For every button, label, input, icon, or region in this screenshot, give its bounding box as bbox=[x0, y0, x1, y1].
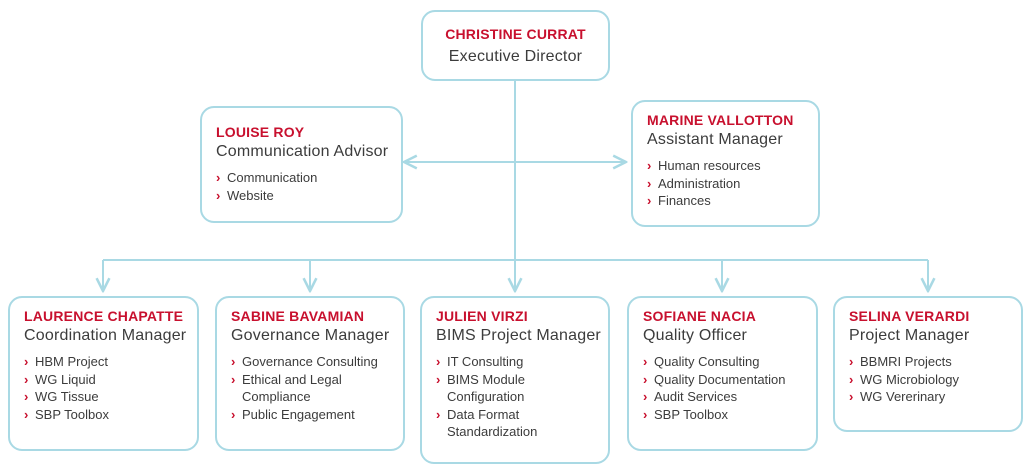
responsibility-item: › WG Microbiology bbox=[849, 371, 1009, 389]
responsibility-label: Finances bbox=[658, 193, 711, 208]
responsibility-label: HBM Project bbox=[35, 354, 108, 369]
chevron-right-icon: › bbox=[231, 354, 236, 369]
assistant-name: MARINE VALLOTTON bbox=[647, 112, 794, 128]
chevron-right-icon: › bbox=[231, 371, 236, 387]
manager-responsibilities: › HBM Project › WG Liquid › WG Tissue › SBP Too… bbox=[24, 353, 185, 423]
responsibility-label: Human resources bbox=[658, 158, 761, 173]
responsibility-item: › WG Vererinary bbox=[849, 388, 1009, 406]
chevron-right-icon: › bbox=[436, 406, 441, 422]
manager-role: Project Manager bbox=[849, 327, 970, 344]
responsibility-item: › WG Tissue bbox=[24, 388, 185, 406]
chevron-right-icon: › bbox=[647, 175, 652, 191]
chevron-right-icon: › bbox=[647, 193, 652, 208]
responsibility-item: › IT Consulting bbox=[436, 353, 596, 371]
responsibility-item: › Communication bbox=[216, 169, 389, 187]
responsibility-item: › Administration bbox=[647, 175, 806, 193]
advisor-box: LOUISE ROY Communication Advisor › Commun… bbox=[200, 106, 403, 223]
responsibility-label: Communication bbox=[227, 170, 318, 185]
chevron-right-icon: › bbox=[849, 371, 854, 387]
responsibility-label: WG Microbiology bbox=[860, 371, 959, 387]
responsibility-label: Website bbox=[227, 187, 274, 203]
responsibility-label: SBP Toolbox bbox=[35, 406, 109, 422]
responsibility-item: › Ethical and Legal Compliance bbox=[231, 371, 391, 406]
responsibility-item: › Data Format Standardization bbox=[436, 406, 596, 441]
chevron-right-icon: › bbox=[24, 406, 29, 422]
assistant-box: MARINE VALLOTTON Assistant Manager › Huma… bbox=[631, 100, 820, 227]
chevron-right-icon: › bbox=[647, 158, 652, 173]
responsibility-item: › Finances bbox=[647, 192, 806, 210]
responsibility-label: SBP Toolbox bbox=[654, 406, 728, 422]
assistant-responsibilities: › Human resources › Administration › Finances bbox=[647, 157, 806, 210]
manager-box-1: LAURENCE CHAPATTE Coordination Manager ›… bbox=[8, 296, 199, 451]
chevron-right-icon: › bbox=[643, 354, 648, 369]
responsibility-label: IT Consulting bbox=[447, 354, 524, 369]
chevron-right-icon: › bbox=[216, 187, 221, 203]
responsibility-item: › Quality Documentation bbox=[643, 371, 804, 389]
chevron-right-icon: › bbox=[643, 371, 648, 387]
chevron-right-icon: › bbox=[231, 406, 236, 422]
manager-name: SABINE BAVAMIAN bbox=[231, 308, 365, 324]
manager-box-4: SOFIANE NACIA Quality Officer › Quality C… bbox=[627, 296, 818, 451]
chevron-right-icon: › bbox=[849, 354, 854, 369]
manager-box-2: SABINE BAVAMIAN Governance Manager › Gove… bbox=[215, 296, 405, 451]
manager-box-3: JULIEN VIRZI BIMS Project Manager › IT Co… bbox=[420, 296, 610, 464]
chevron-right-icon: › bbox=[24, 371, 29, 387]
chevron-right-icon: › bbox=[849, 389, 854, 404]
chevron-right-icon: › bbox=[216, 170, 221, 185]
chevron-right-icon: › bbox=[643, 389, 648, 404]
advisor-responsibilities: › Communication › Website bbox=[216, 169, 389, 204]
chevron-right-icon: › bbox=[24, 389, 29, 404]
responsibility-label: Public Engagement bbox=[242, 406, 355, 422]
responsibility-label: Data Format Standardization bbox=[447, 406, 538, 440]
responsibility-label: BBMRI Projects bbox=[860, 354, 952, 369]
responsibility-item: › HBM Project bbox=[24, 353, 185, 371]
chevron-right-icon: › bbox=[24, 354, 29, 369]
manager-name: SELINA VERARDI bbox=[849, 308, 970, 324]
manager-role: Quality Officer bbox=[643, 327, 748, 344]
responsibility-item: › Governance Consulting bbox=[231, 353, 391, 371]
assistant-role: Assistant Manager bbox=[647, 131, 783, 148]
director-box: CHRISTINE CURRAT Executive Director bbox=[421, 10, 610, 81]
responsibility-item: › BBMRI Projects bbox=[849, 353, 1009, 371]
responsibility-label: Ethical and Legal Compliance bbox=[242, 371, 342, 405]
responsibility-item: › Website bbox=[216, 187, 389, 205]
responsibility-item: › SBP Toolbox bbox=[643, 406, 804, 424]
chevron-right-icon: › bbox=[436, 354, 441, 369]
responsibility-item: › BIMS Module Configuration bbox=[436, 371, 596, 406]
director-name: CHRISTINE CURRAT bbox=[445, 26, 586, 42]
responsibility-label: WG Vererinary bbox=[860, 389, 946, 404]
responsibility-label: Audit Services bbox=[654, 389, 738, 404]
manager-responsibilities: › Quality Consulting › Quality Documentatio… bbox=[643, 353, 804, 423]
director-role: Executive Director bbox=[448, 48, 583, 65]
responsibility-label: Governance Consulting bbox=[242, 354, 378, 369]
chevron-right-icon: › bbox=[436, 371, 441, 387]
manager-responsibilities: › IT Consulting › BIMS Module Configuration… bbox=[436, 353, 596, 441]
advisor-role: Communication Advisor bbox=[216, 143, 389, 160]
responsibility-item: › WG Liquid bbox=[24, 371, 185, 389]
responsibility-item: › Public Engagement bbox=[231, 406, 391, 424]
manager-responsibilities: › BBMRI Projects › WG Microbiology › WG Verer… bbox=[849, 353, 1009, 406]
chevron-right-icon: › bbox=[643, 406, 648, 422]
responsibility-label: Quality Consulting bbox=[654, 354, 760, 369]
responsibility-item: › Quality Consulting bbox=[643, 353, 804, 371]
responsibility-label: Quality Documentation bbox=[654, 371, 786, 387]
manager-role: Governance Manager bbox=[231, 327, 390, 344]
responsibility-label: Administration bbox=[658, 175, 741, 191]
responsibility-item: › Human resources bbox=[647, 157, 806, 175]
responsibility-label: BIMS Module Configuration bbox=[447, 371, 526, 405]
responsibility-label: WG Liquid bbox=[35, 371, 96, 387]
advisor-name: LOUISE ROY bbox=[216, 124, 305, 140]
manager-name: LAURENCE CHAPATTE bbox=[24, 308, 184, 324]
manager-role: Coordination Manager bbox=[24, 327, 187, 344]
manager-name: JULIEN VIRZI bbox=[436, 308, 528, 324]
responsibility-item: › Audit Services bbox=[643, 388, 804, 406]
manager-responsibilities: › Governance Consulting › Ethical and Legal… bbox=[231, 353, 391, 423]
manager-role: BIMS Project Manager bbox=[436, 327, 601, 344]
responsibility-label: WG Tissue bbox=[35, 389, 99, 404]
manager-box-5: SELINA VERARDI Project Manager › BBMRI Pr… bbox=[833, 296, 1023, 432]
manager-name: SOFIANE NACIA bbox=[643, 308, 757, 324]
responsibility-item: › SBP Toolbox bbox=[24, 406, 185, 424]
